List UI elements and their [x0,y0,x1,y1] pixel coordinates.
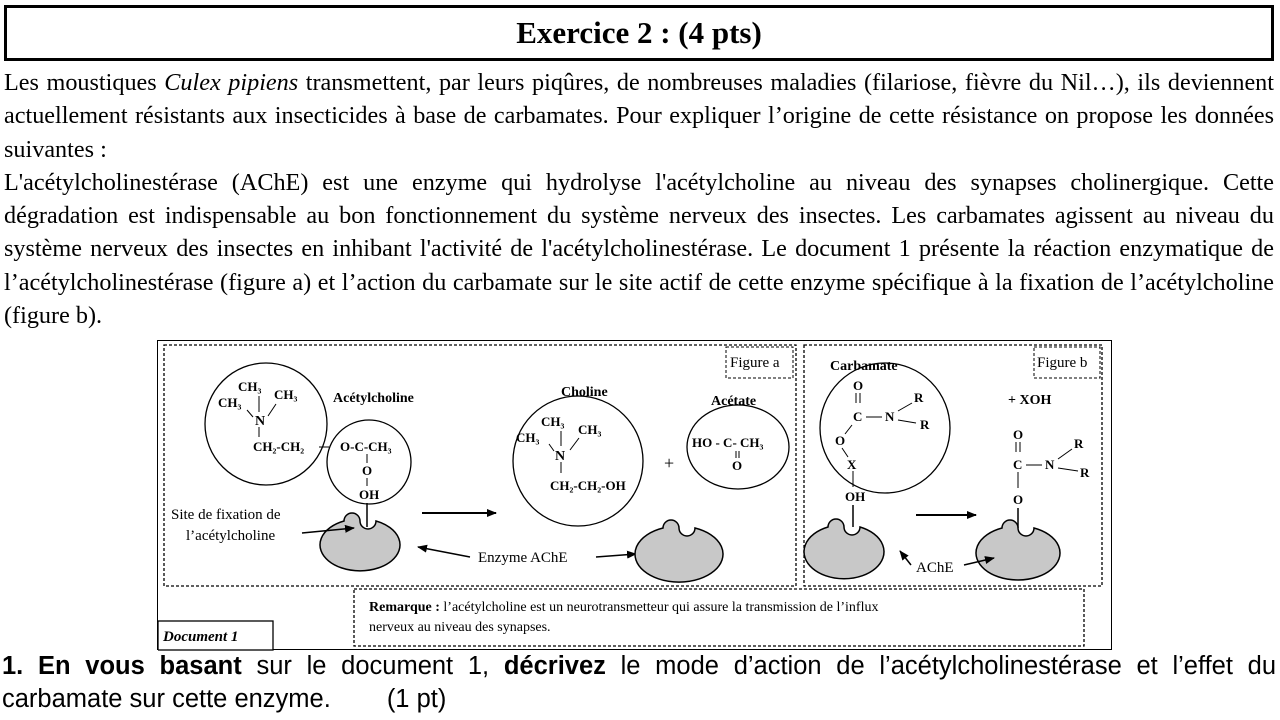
remark-box [353,588,1085,647]
enzyme-ache-shape [319,512,401,572]
choline-label: Choline [561,385,608,400]
ache-label: AChE [916,560,954,576]
r-group-label: R [1074,436,1084,451]
oxygen-label: O [362,463,372,478]
figure-a-tag: Figure a [730,355,780,371]
nitrogen-label: N [255,414,265,429]
question-points: (1 pt) [386,685,447,713]
acetate-circle [686,404,790,490]
nitrogen-label: N [555,449,565,464]
document-figure: Figure a Acétylcholine CH₃ CH₃ CH₃ N CH₂… [157,344,1103,651]
figure-a-frame [163,344,797,587]
enzyme-ache-shape [634,519,724,583]
exercise-title: Exercice 2 : (4 pts) [516,15,762,50]
remark-text-1: l’acétylcholine est un neurotransmetteur… [440,600,879,615]
question-text-2: le mode d’action de l’acétylcholinestéra… [2,652,1277,713]
ch3-label: CH₃ [218,395,242,410]
remark-label: Remarque : [369,600,440,615]
remark-line1: Remarque : l’acétylcholine est un neurot… [369,600,878,615]
oxygen-label: O [1013,427,1023,442]
acetyl-part-circle [326,419,412,505]
question-bold-2: décrivez [503,652,606,680]
enzyme-ache-label: Enzyme AChE [478,550,568,566]
question-number: 1. [2,652,24,680]
nitrogen-label: N [885,409,895,424]
acetylcholine-label: Acétylcholine [333,391,414,406]
enzyme-oh-label: OH [845,489,865,504]
intro-paragraph-1: Les moustiques Culex pipiens transmetten… [4,66,1274,166]
oxygen-label: O [853,378,863,393]
figure-a-tag-box [725,346,794,379]
question-1: 1. En vous basant sur le document 1, déc… [2,650,1276,716]
intro-p1-start: Les moustiques [4,69,165,96]
enzyme-ache-shape [803,518,885,580]
intro-p1-end: transmettent, par leurs piqûres, de nomb… [4,69,1274,163]
xoh-label: + XOH [1008,393,1051,408]
question-text-1: sur le document 1, [241,652,504,680]
remark-text-2: nerveux au niveau des synapses. [369,620,551,635]
r-group-label: R [920,417,930,432]
ch3-label: CH₃ [578,422,602,437]
plus-sign: + [664,453,674,473]
oxygen-label: O [1013,492,1023,507]
carbamate-circle [819,362,951,494]
enzyme-ache-shape [975,519,1061,581]
document-1: Figure a Acétylcholine CH₃ CH₃ CH₃ N CH₂… [157,340,1112,651]
choline-part-circle [204,362,328,486]
choline-circle [512,395,644,527]
nitrogen-label: N [1045,457,1055,472]
choline-chain-label: CH₂-CH₂-OH [550,478,626,493]
species-name: Culex pipiens [164,69,299,96]
document-label-box [157,620,274,651]
ch2-ch2-label: CH₂-CH₂ [253,439,304,454]
figure-b-tag: Figure b [1037,355,1087,371]
acetate-label: Acétate [711,394,756,409]
oxygen-label: O [835,433,845,448]
acetate-formula: HO - C- CH₃ [692,435,764,450]
exercise-title-box: Exercice 2 : (4 pts) [4,5,1274,61]
ch3-label: CH₃ [274,387,298,402]
ch3-label: CH₃ [516,430,540,445]
figure-b-tag-box [1033,346,1101,379]
r-group-label: R [914,390,924,405]
r-group-label: R [1080,465,1090,480]
site-label-line2: l’acétylcholine [186,528,275,544]
carbon-label: C [1013,457,1022,472]
figure-b-frame [803,344,1103,587]
carbon-label: C [853,409,862,424]
document-label: Document 1 [162,629,238,645]
intro-text: Les moustiques Culex pipiens transmetten… [4,66,1274,332]
ch3-label: CH₃ [238,379,262,394]
x-label: X [847,457,857,472]
question-bold-1: En vous basant [23,652,242,680]
ester-label: O-C-CH₃ [340,439,392,454]
oxygen-label: O [732,458,742,473]
intro-paragraph-2: L'acétylcholinestérase (AChE) est une en… [4,168,1274,330]
ch3-label: CH₃ [541,414,565,429]
enzyme-oh-label: OH [359,487,379,502]
site-label-line1: Site de fixation de [171,507,281,523]
